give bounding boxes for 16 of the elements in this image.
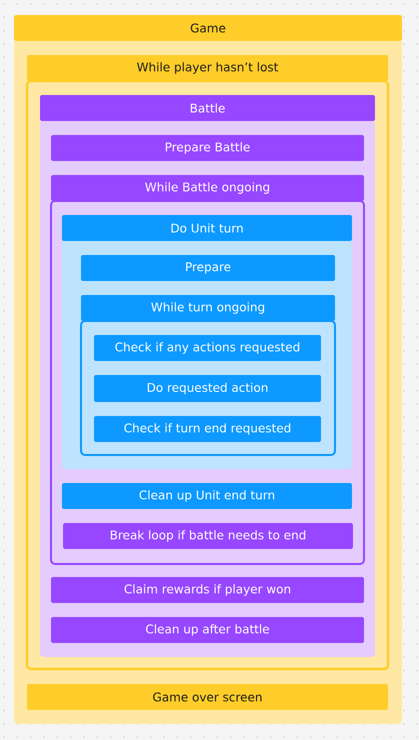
step-box: Prepare [81, 255, 335, 281]
step-box: Game over screen [27, 684, 388, 710]
step-box: Check if any actions requested [94, 335, 321, 361]
section-header: While Battle ongoing [51, 175, 364, 201]
section-header: Battle [40, 95, 375, 121]
step-box: Prepare Battle [51, 135, 364, 161]
step-box: Clean up after battle [51, 617, 364, 643]
section-header: Game [14, 15, 402, 41]
step-box: Break loop if battle needs to end [63, 523, 353, 549]
section-header: Do Unit turn [62, 215, 352, 241]
section-header: While player hasn’t lost [27, 55, 388, 81]
step-box: Check if turn end requested [94, 416, 321, 442]
section-header: While turn ongoing [81, 295, 335, 321]
step-box: Clean up Unit end turn [62, 483, 352, 509]
step-box: Do requested action [94, 375, 321, 402]
step-box: Claim rewards if player won [51, 577, 364, 603]
